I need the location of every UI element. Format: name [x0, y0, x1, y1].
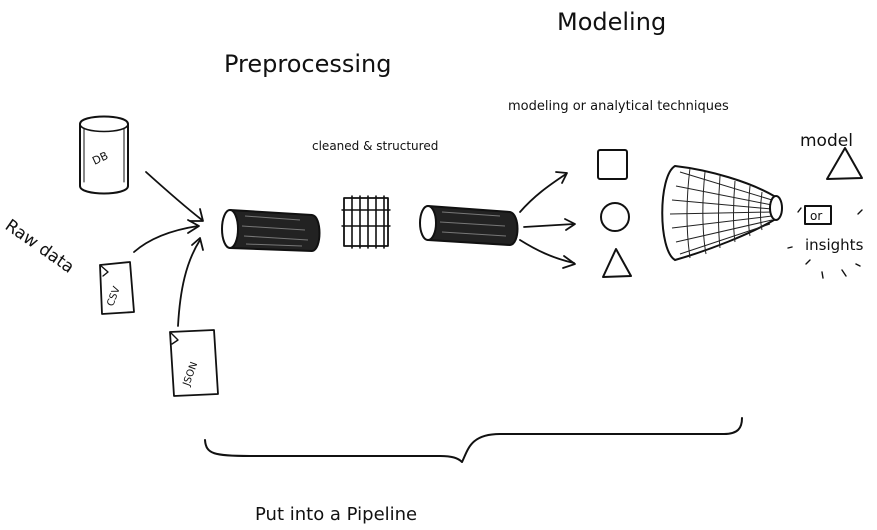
cleaned-structured-text: cleaned & structured	[312, 139, 438, 153]
or-label: or	[810, 209, 822, 223]
triangle-shape-icon	[603, 249, 631, 277]
insights-label: insights	[805, 236, 864, 254]
modeling-pipe-icon	[420, 206, 518, 245]
arrow-db-to-pipe	[146, 172, 203, 221]
arrow-to-square	[520, 172, 567, 212]
preprocessing-title: Preprocessing	[224, 50, 392, 78]
modeling-title: Modeling	[557, 8, 666, 36]
database-icon: DB	[80, 117, 128, 194]
arrow-to-circle	[524, 219, 575, 230]
preprocessing-pipe-icon	[222, 210, 320, 251]
json-label: JSON	[181, 361, 200, 389]
square-shape-icon	[598, 150, 627, 179]
circle-shape-icon	[601, 203, 629, 231]
techniques-text: modeling or analytical techniques	[508, 99, 729, 114]
structured-table-icon	[342, 196, 390, 248]
arrow-json-to-pipe	[178, 238, 203, 326]
arrow-to-triangle	[520, 240, 575, 268]
funnel-icon	[662, 166, 782, 260]
csv-file-icon: CSV	[100, 262, 134, 314]
json-file-icon: JSON	[170, 330, 218, 396]
pipeline-label: Put into a Pipeline	[255, 504, 417, 525]
db-label: DB	[90, 149, 110, 168]
pipeline-brace	[205, 418, 742, 462]
cleaned-structured-label: cleaned & structured	[312, 139, 438, 153]
arrow-csv-to-pipe	[134, 220, 199, 252]
techniques-label: modeling or analytical techniques	[508, 99, 729, 114]
raw-data-label: Raw data	[1, 216, 78, 278]
model-triangle-icon	[827, 148, 862, 179]
csv-label: CSV	[106, 285, 123, 308]
